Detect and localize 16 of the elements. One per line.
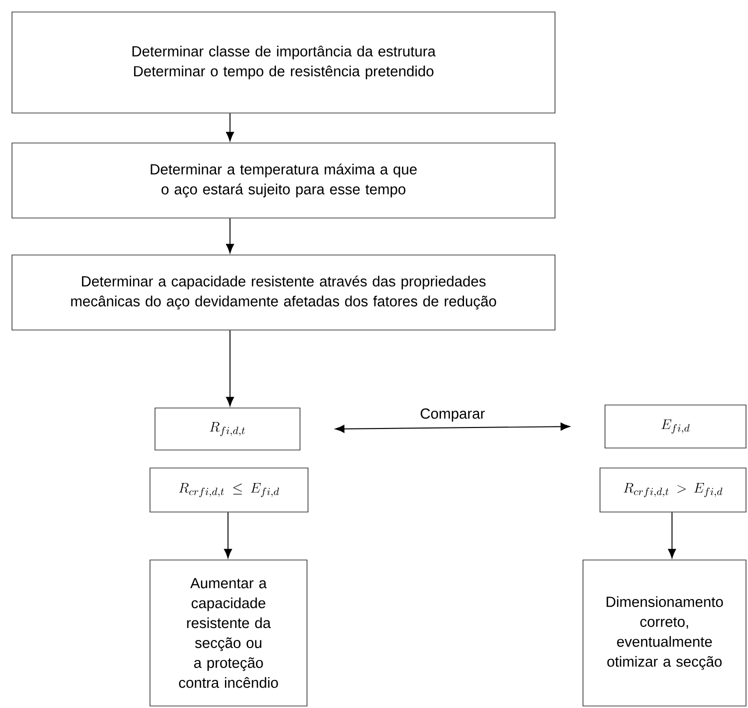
- arrow: [224, 512, 232, 558]
- formula-box: $R_{fi,d,t}$: [154, 408, 300, 450]
- formula-box: $E_{fi,d}$: [604, 404, 746, 448]
- double-arrow: [335, 422, 570, 433]
- process-box: Determinar classe de importância da estrutura Determinar o tempo de resistência pretendido: [12, 12, 556, 114]
- process-box: Determinar a capacidade resistente através das propriedades mecânicas do aço devidamente afetadas dos fatores de redução: [12, 254, 556, 330]
- arrow: [226, 330, 234, 406]
- formula-box: $R_{crfi,d,t} > E_{fi,d}$: [600, 468, 746, 512]
- process-box: Aumentar a capacidade resistente da secção ou a proteção contra incêndio: [150, 560, 308, 706]
- edge-label: Comparar: [420, 408, 485, 422]
- formula-box: $R_{crfi,d,t} \leq E_{fi,d}$: [150, 468, 308, 512]
- process-box: Determinar a temperatura máxima a que o aço estará sujeito para esse tempo: [12, 142, 556, 218]
- arrow: [668, 512, 676, 558]
- arrow: [226, 112, 234, 142]
- arrow: [226, 218, 234, 254]
- process-box: Dimensionamento correto, eventualmente otimizar a secção: [582, 560, 746, 706]
